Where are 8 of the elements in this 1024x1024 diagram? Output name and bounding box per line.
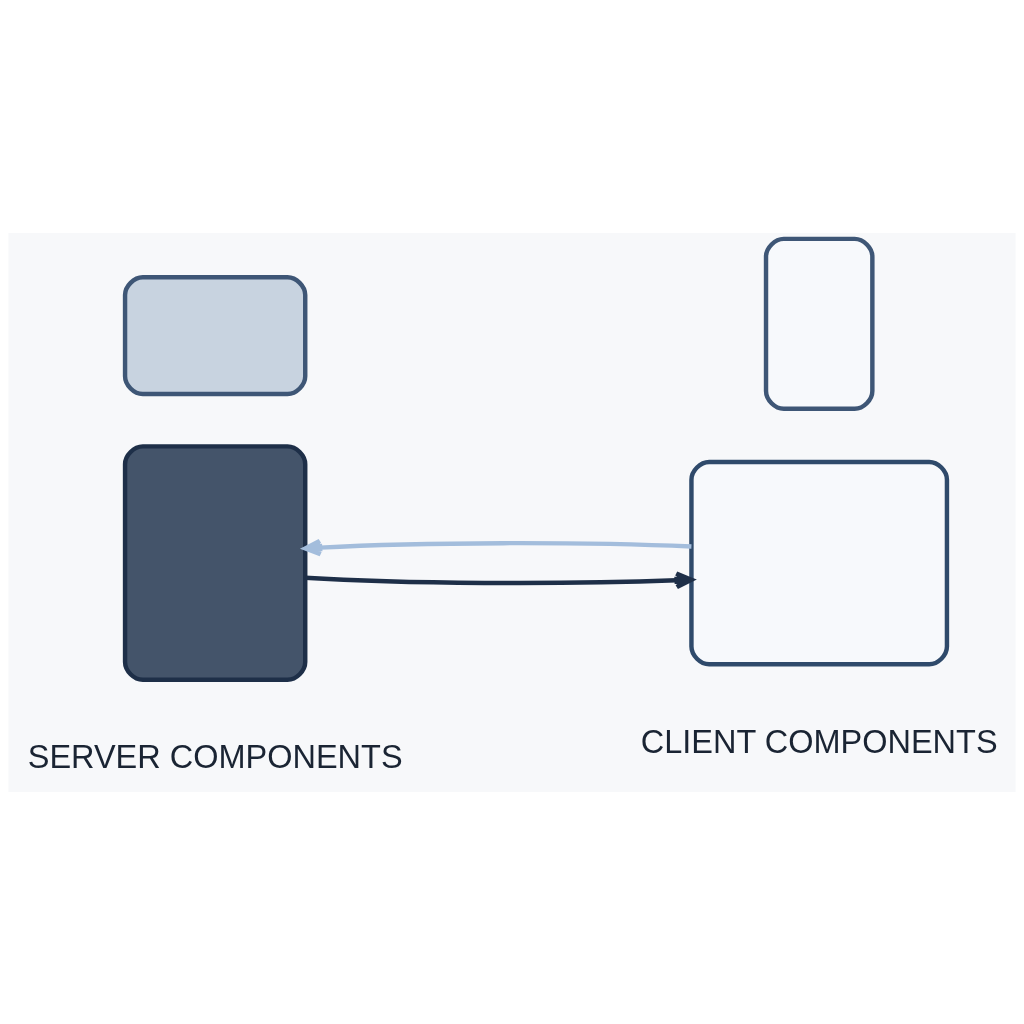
label: CLIENT COMPONENTS [640, 723, 998, 760]
label: SERVER COMPONENTS [27, 738, 403, 775]
node-box [122, 443, 308, 682]
node-box [122, 274, 308, 396]
arrow [303, 538, 692, 556]
node-box [689, 459, 950, 666]
node-box [763, 236, 875, 411]
arrow [305, 570, 694, 589]
